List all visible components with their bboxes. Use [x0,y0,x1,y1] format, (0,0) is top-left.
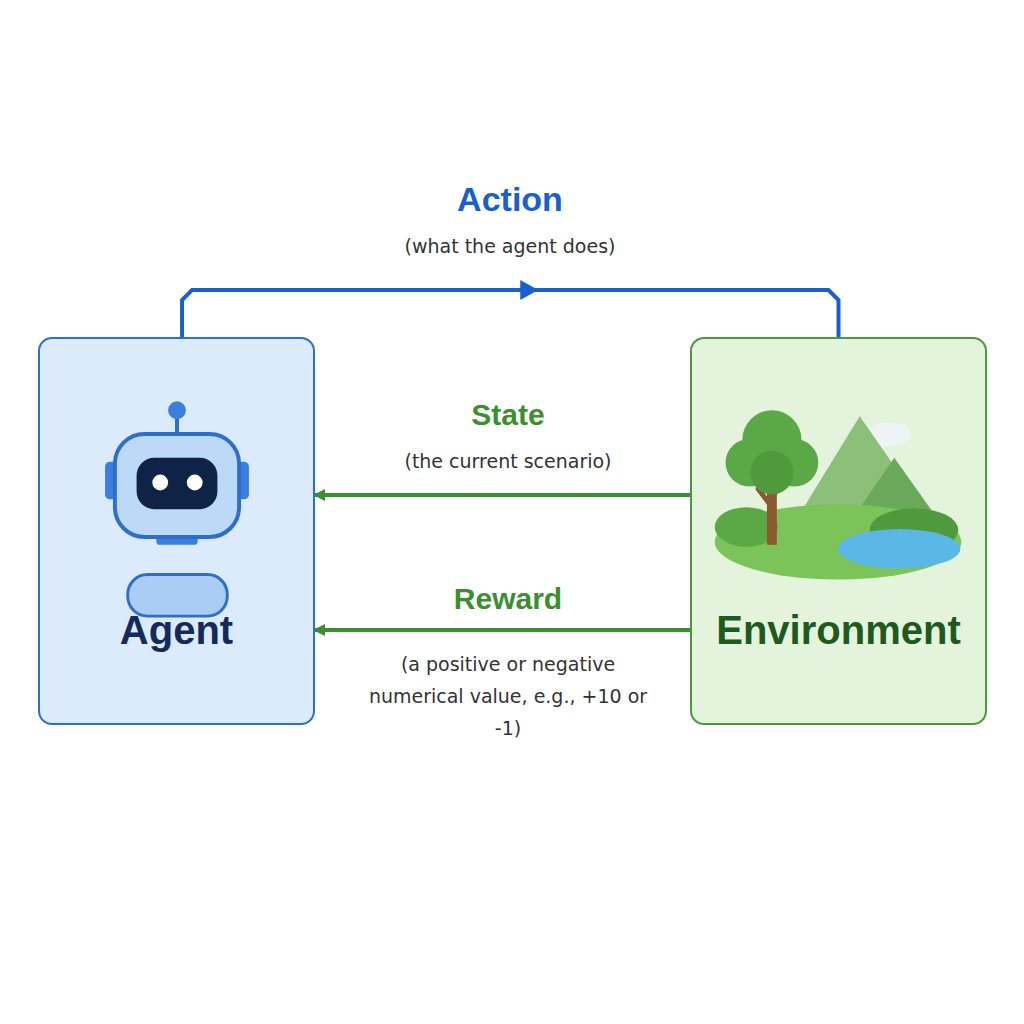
edge-label-wrap: Action [360,180,660,219]
node-title: Environment [716,607,960,653]
arrowhead [520,280,538,300]
edge-label-wrap: Reward [358,582,658,616]
agent-box: Agent [38,337,315,725]
description-wrap: (a positive or negative numerical value,… [363,648,653,744]
landscape-illustration [692,339,985,723]
description-wrap: (what the agent does) [330,230,690,262]
connector-arrow [315,493,690,497]
environment-box: Environment [690,337,987,725]
description-wrap: (the current scenario) [328,445,688,477]
description-text: (the current scenario) [404,445,611,477]
description-text: (what the agent does) [405,230,616,262]
connector-arrow [182,290,838,337]
node-title: Agent [120,607,233,653]
edge-label: Action [457,180,563,219]
edge-label-wrap: State [358,398,658,432]
description-text: (a positive or negative numerical value,… [363,648,653,744]
connector-arrow [315,628,690,632]
robot-icon [40,339,313,723]
edge-label: State [471,398,544,432]
edge-label: Reward [454,582,562,616]
